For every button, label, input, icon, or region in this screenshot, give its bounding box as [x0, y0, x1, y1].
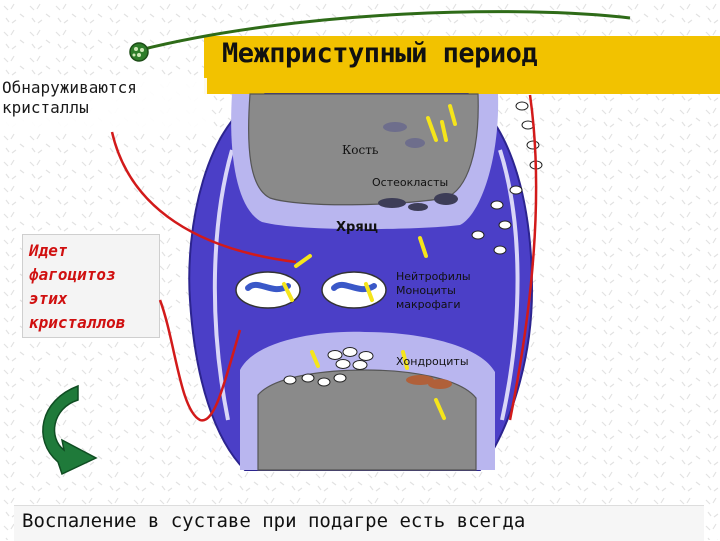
red-connector-right	[508, 94, 538, 421]
label-monocytes: Моноциты	[396, 284, 456, 297]
label-osteoclasts: Остеокласты	[372, 176, 448, 189]
osteoclast-cells	[378, 122, 458, 211]
footer-box	[14, 505, 704, 541]
crystals-note-line1: Обнаруживаются	[2, 78, 137, 97]
title-banner	[204, 36, 720, 94]
crystals-note-line2: кристаллы	[2, 98, 89, 117]
page-title: Межприступный период	[222, 38, 538, 69]
synovial-lining-left	[212, 149, 234, 421]
label-chondrocytes: Хондроциты	[396, 355, 469, 368]
phagocytosis-note: Идет фагоцитоз этих кристаллов	[22, 234, 160, 338]
synovial-cell-left	[235, 271, 301, 309]
phagocytosis-note-line1: Идет	[29, 241, 68, 260]
red-connector-upper	[110, 131, 297, 264]
footer-text: Воспаление в суставе при подагре есть вс…	[22, 510, 526, 532]
label-cartilage: Хрящ	[336, 220, 378, 235]
green-arc	[139, 10, 631, 52]
chondrocyte-cells	[283, 347, 452, 389]
label-macrophages: макрофаги	[396, 298, 460, 311]
phagocytosis-note-line3: этих	[29, 289, 68, 308]
curved-arrow-icon	[42, 384, 98, 476]
upper-bone	[248, 93, 479, 206]
red-connector-lower	[158, 299, 242, 422]
phagocytosis-note-line2: фагоцитоз	[29, 265, 116, 284]
phagocytosis-note-line4: кристаллов	[29, 313, 126, 332]
urate-crystals	[282, 104, 457, 420]
crystals-note: Обнаруживаются кристаллы	[0, 78, 207, 130]
synovial-lining-right	[498, 149, 520, 421]
synovial-cell-right	[321, 271, 387, 309]
green-marker-icon	[129, 42, 149, 62]
label-neutrophils: Нейтрофилы	[396, 270, 471, 283]
label-bone: Кость	[342, 143, 379, 157]
